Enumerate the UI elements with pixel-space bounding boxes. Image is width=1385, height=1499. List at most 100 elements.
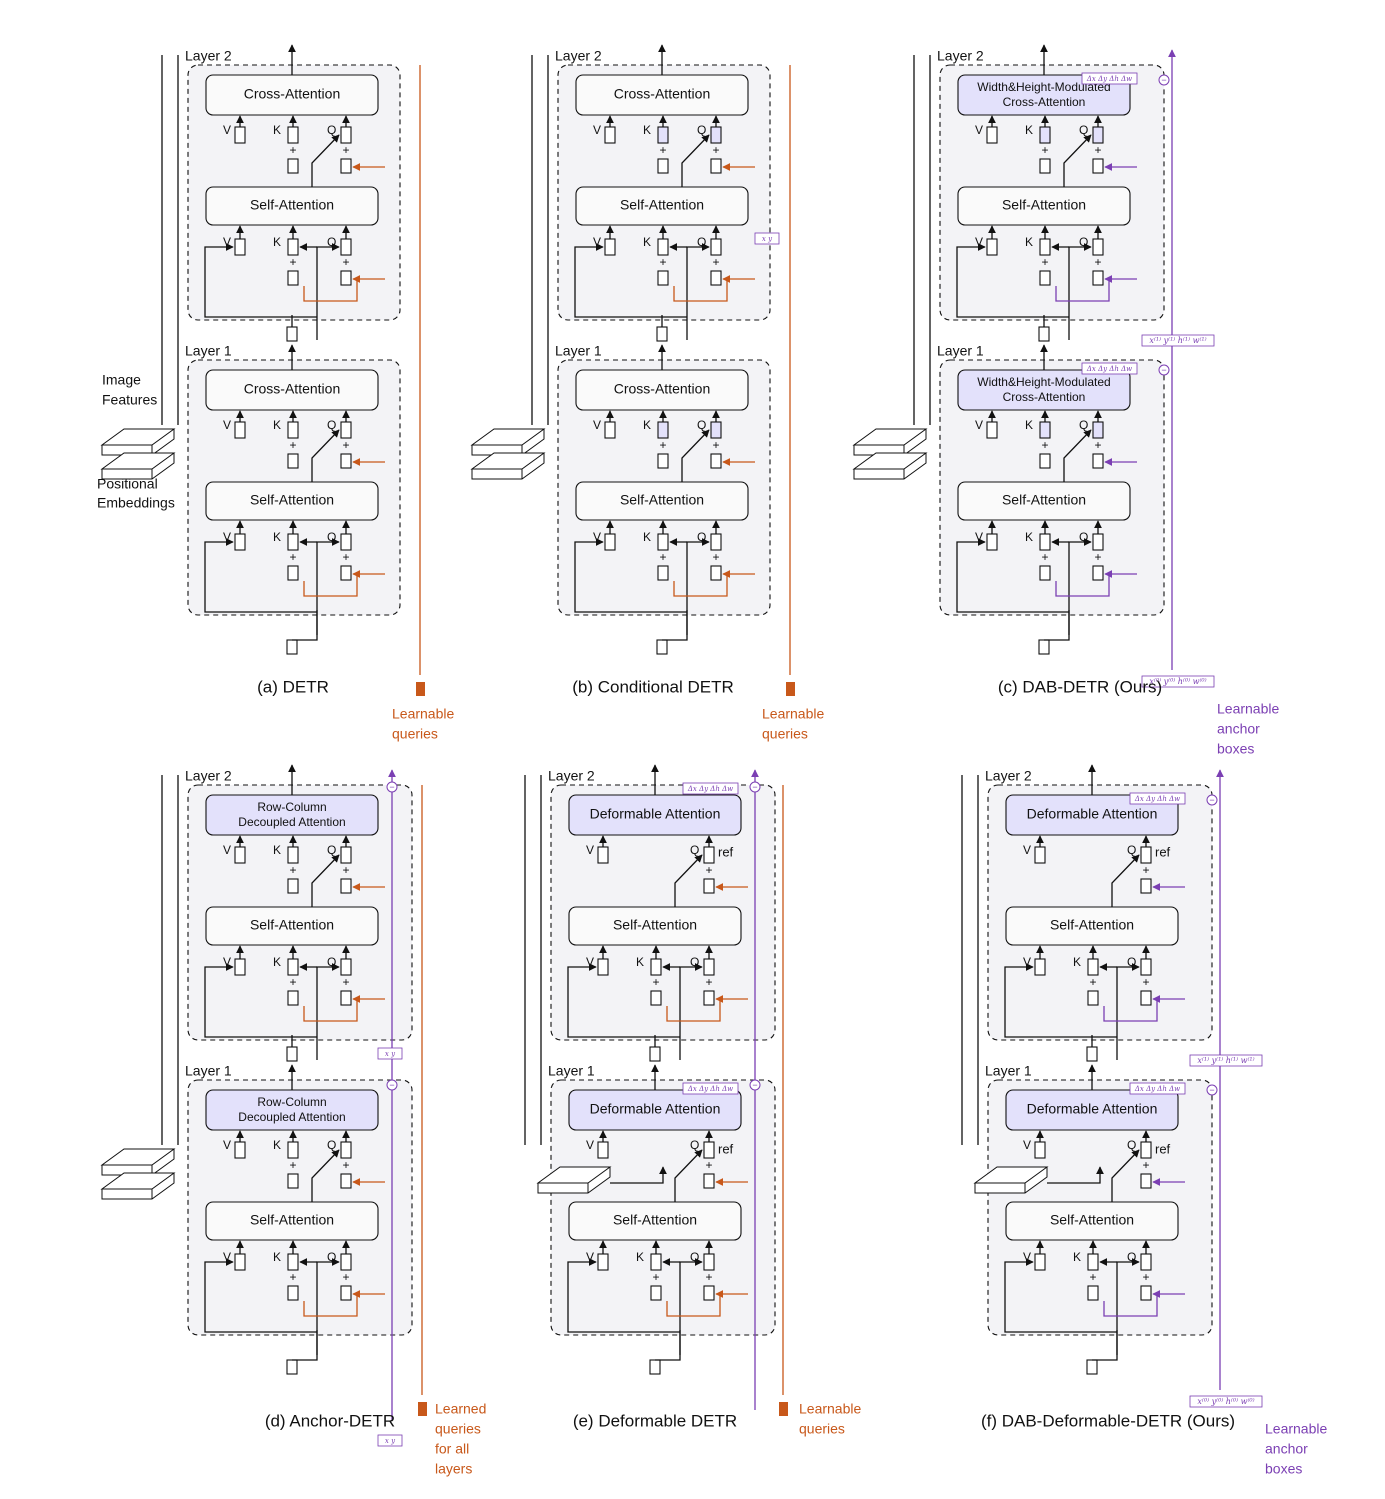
plus-sign: + <box>1041 255 1048 269</box>
q-box <box>1140 1253 1152 1271</box>
delta-tag-l2-frame <box>682 782 739 795</box>
content-to-v <box>204 963 317 1038</box>
plus-sign: + <box>1089 1270 1096 1284</box>
pos-to-key <box>1103 999 1158 1022</box>
plus-sign: + <box>1041 143 1048 157</box>
q-box <box>340 1253 352 1271</box>
ref-label-l1: ref <box>1155 1141 1171 1156</box>
minus-symbol: − <box>752 1080 757 1090</box>
xy-tag-mid-frame <box>377 1047 403 1060</box>
k-label: K <box>1073 955 1081 969</box>
k-label: K <box>643 123 651 137</box>
k-box <box>1039 533 1051 551</box>
pos-query-box <box>340 1285 352 1301</box>
xy-tag-mid: x y <box>385 1050 396 1058</box>
layer-label: Layer 1 <box>555 343 602 359</box>
self-attention-block <box>205 1201 379 1241</box>
k-label: K <box>273 1138 281 1152</box>
k-label: K <box>1025 530 1033 544</box>
delta-tag-l1-frame <box>1081 362 1138 375</box>
q-box <box>1140 846 1152 864</box>
self-out-to-q <box>1063 429 1092 482</box>
queries-label: queries <box>392 726 438 742</box>
pos-to-key <box>1055 279 1110 302</box>
intermediate-query-box <box>286 326 298 342</box>
pos-key-box <box>1039 158 1051 174</box>
k-box <box>287 958 299 976</box>
attention-title-line2: Cross-Attention <box>1003 95 1086 109</box>
plus-sign: + <box>342 975 349 989</box>
layer-label: Layer 2 <box>937 48 984 64</box>
caption-f: (f) DAB-Deformable-DETR (Ours) <box>981 1411 1235 1430</box>
plus-sign: + <box>712 255 719 269</box>
for-all-label: for all <box>435 1441 469 1457</box>
pos-key-box <box>287 158 299 174</box>
feature-to-v <box>610 1166 667 1184</box>
v-label: V <box>975 123 983 137</box>
self-attention-title: Self-Attention <box>250 197 334 213</box>
learnable-query-block <box>416 682 425 696</box>
self-out-to-q <box>311 429 340 482</box>
plus-sign: + <box>1089 975 1096 989</box>
k-box <box>1087 1253 1099 1271</box>
q-box <box>703 958 715 976</box>
self-out-to-q <box>1111 854 1140 907</box>
content-to-v <box>567 963 680 1038</box>
self-attention-block <box>957 481 1131 521</box>
v-box <box>234 126 246 144</box>
query-input <box>292 610 318 641</box>
pos-query-box <box>703 1285 715 1301</box>
anchor-init-tag-frame <box>1189 1395 1263 1408</box>
learned-label: Learned <box>435 1401 486 1417</box>
q-label: Q <box>327 1250 336 1264</box>
q-label: Q <box>1127 1138 1136 1152</box>
self-attention-title: Self-Attention <box>250 1212 334 1228</box>
plus-sign: + <box>289 143 296 157</box>
plus-sign: + <box>1094 550 1101 564</box>
q-box <box>1092 126 1104 144</box>
v-box <box>604 238 616 256</box>
plus-sign: + <box>289 1158 296 1172</box>
plus-sign: + <box>1041 550 1048 564</box>
attention-title: Deformable Attention <box>590 1101 721 1117</box>
content-to-v <box>574 538 687 613</box>
attention-title: Cross-Attention <box>244 86 340 102</box>
v-label: V <box>593 530 601 544</box>
self-out-to-q <box>681 429 710 482</box>
caption-e: (e) Deformable DETR <box>573 1411 737 1430</box>
pos-key-box <box>657 453 669 469</box>
v-label: V <box>975 235 983 249</box>
boxes-label: boxes <box>1265 1461 1302 1477</box>
learnable-anchor-label: Learnable <box>1217 701 1279 717</box>
delta-tag-l2-frame <box>1129 792 1186 805</box>
content-to-v <box>1004 1258 1117 1333</box>
k-box <box>287 126 299 144</box>
pos-query-box <box>340 1173 352 1189</box>
positional-embedding-slab <box>852 452 928 480</box>
pos-query-box <box>1092 453 1104 469</box>
pos-query-box <box>1092 158 1104 174</box>
delta-tag-l1-frame <box>682 1082 739 1095</box>
q-label: Q <box>327 418 336 432</box>
q-box <box>710 126 722 144</box>
k-box <box>1039 238 1051 256</box>
plus-sign: + <box>659 255 666 269</box>
k-label: K <box>643 235 651 249</box>
pos-key-box <box>287 1173 299 1189</box>
positional-embedding-slab <box>100 452 176 480</box>
pos-key-box <box>287 270 299 286</box>
k-label: K <box>636 1250 644 1264</box>
v-box <box>604 421 616 439</box>
q-box <box>340 421 352 439</box>
attention-title: Cross-Attention <box>614 381 710 397</box>
learnable-anchor-label: Learnable <box>1265 1421 1327 1437</box>
pos-key-box <box>1087 990 1099 1006</box>
k-label: K <box>636 955 644 969</box>
q-label: Q <box>327 1138 336 1152</box>
content-to-v <box>204 538 317 613</box>
image-label: Image <box>102 372 141 388</box>
anchor-label: anchor <box>1265 1441 1308 1457</box>
self-out-to-q <box>681 134 710 187</box>
self-attention-title: Self-Attention <box>613 917 697 933</box>
